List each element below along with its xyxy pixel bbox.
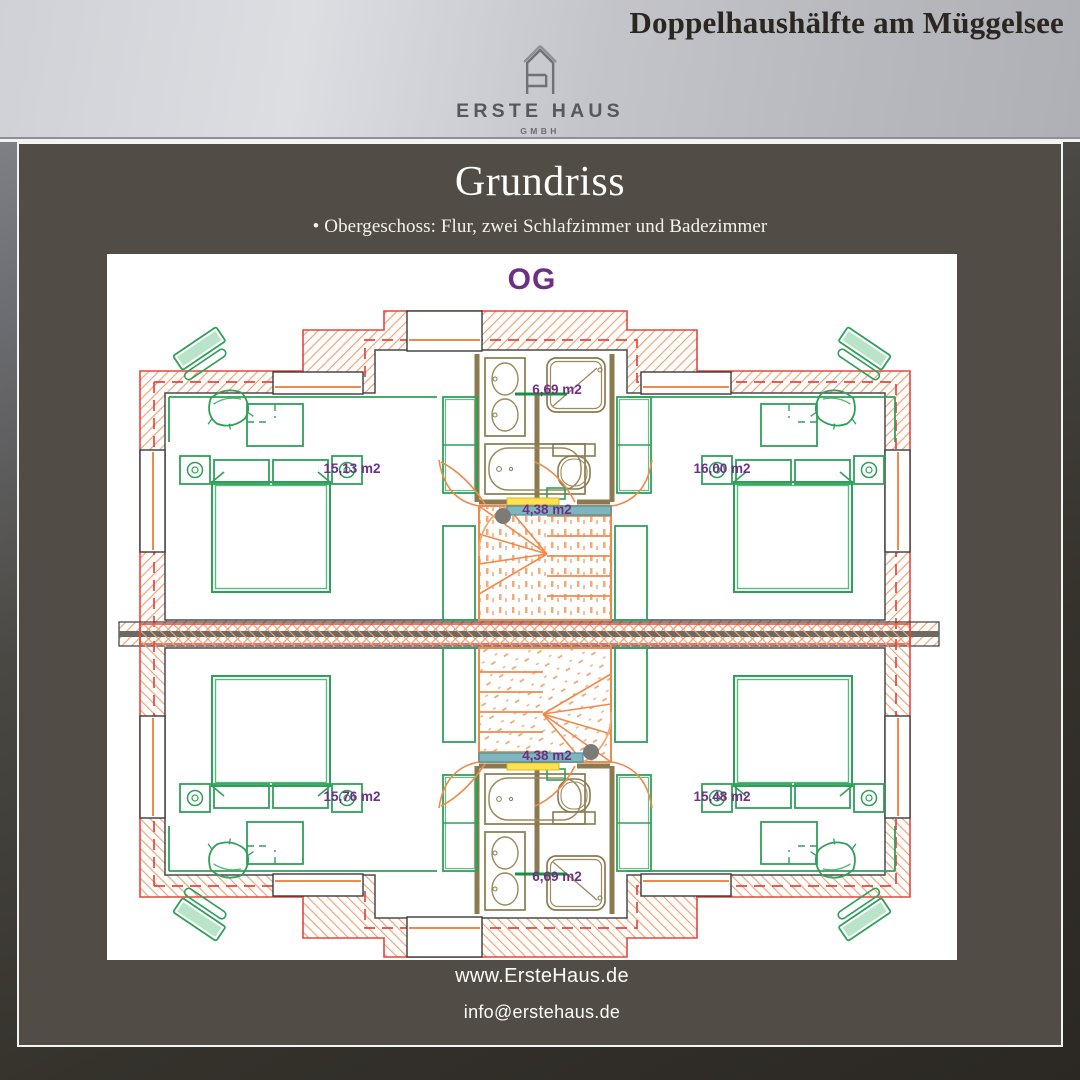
footer: www.ErsteHaus.de info@erstehaus.de (19, 965, 1065, 1023)
page-title: Doppelhaushälfte am Müggelsee (629, 5, 1064, 40)
staircase-upper (477, 505, 612, 621)
bedroom-left-furniture-upper (168, 326, 437, 593)
footer-email[interactable]: info@erstehaus.de (463, 1002, 621, 1022)
area-label-bathroom-lower: 6,69 m2 (532, 869, 582, 884)
header-bar: Doppelhaushälfte am Müggelsee ERSTE HAUS… (0, 0, 1080, 142)
company-logo: ERSTE HAUS GMBH (456, 44, 624, 136)
area-label-bedroom-right-upper: 16,00 m2 (693, 461, 750, 476)
house-outline-logo-icon (523, 45, 557, 94)
logo-company-name: ERSTE HAUS (456, 100, 624, 122)
area-label-bedroom-left-upper: 15,13 m2 (323, 461, 380, 476)
upper-unit-plan: 15,13 m2 6,69 m2 4,38 m2 16,00 m2 (139, 310, 911, 645)
area-label-bedroom-left-lower: 15,76 m2 (323, 789, 380, 804)
floorplan-canvas: OG (107, 254, 957, 960)
lower-unit-plan (139, 623, 911, 958)
bedroom-right-furniture-upper (627, 326, 896, 593)
floorplan-drawing: 15,13 m2 6,69 m2 4,38 m2 16,00 m2 (118, 310, 940, 958)
floor-level-label: OG (507, 263, 557, 296)
area-label-hall-lower: 4,38 m2 (522, 748, 572, 763)
content-panel: Grundriss • Obergeschoss: Flur, zwei Sch… (17, 142, 1063, 1047)
area-label-bedroom-right-lower: 15,48 m2 (693, 789, 750, 804)
section-title: Grundriss (454, 159, 626, 205)
section-subtitle: • Obergeschoss: Flur, zwei Schlafzimmer … (312, 216, 768, 237)
area-label-bathroom-upper: 6,69 m2 (532, 382, 582, 397)
footer-website[interactable]: www.ErsteHaus.de (455, 965, 629, 987)
logo-company-suffix: GMBH (520, 126, 560, 136)
lower-unit-labels: 15,76 m2 6,69 m2 4,38 m2 15,48 m2 (323, 748, 750, 884)
area-label-hall-upper: 4,38 m2 (522, 502, 572, 517)
